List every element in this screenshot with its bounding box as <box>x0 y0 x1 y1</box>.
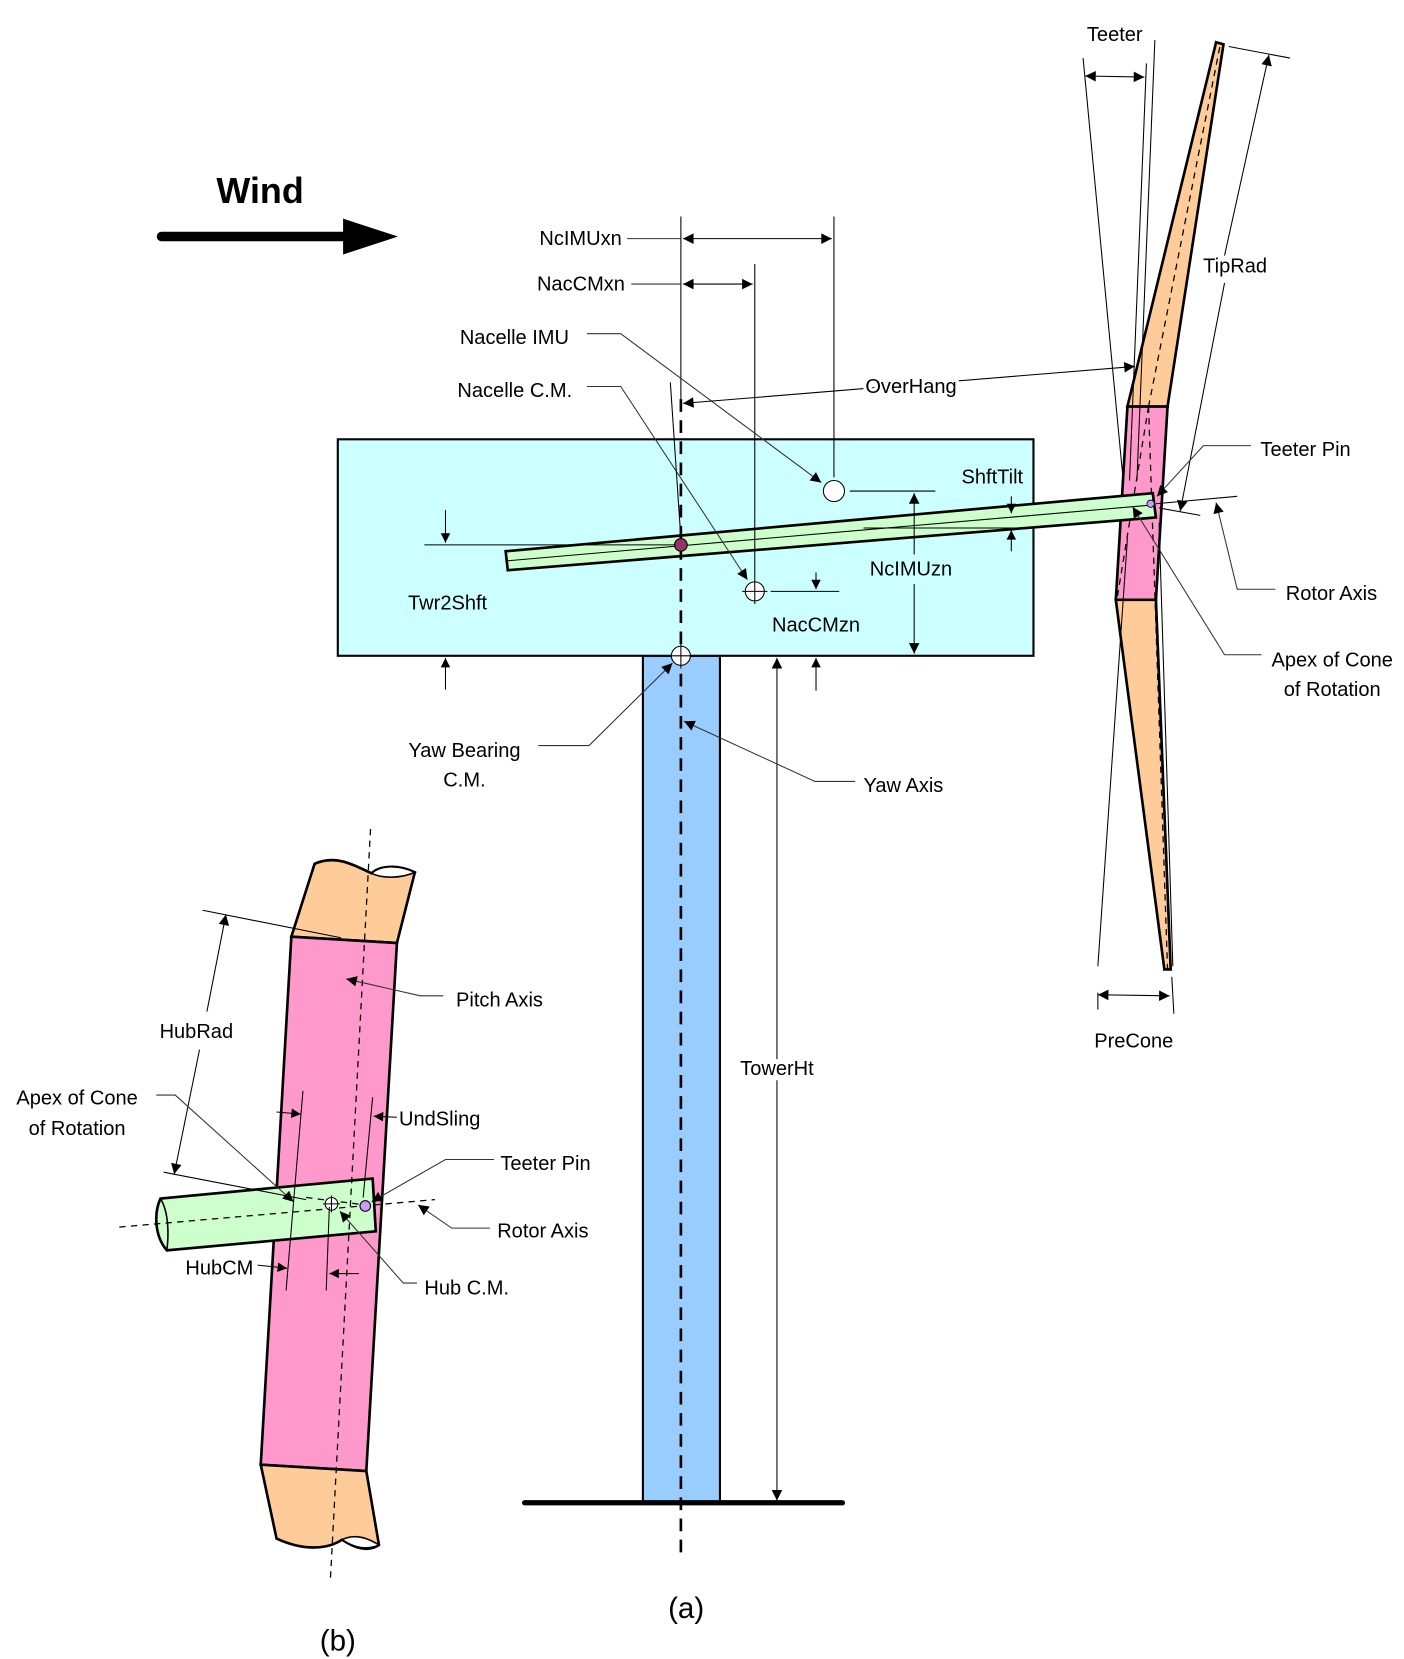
nacelle-imu-label: Nacelle IMU <box>460 327 569 349</box>
hub-cm-leader <box>339 1210 417 1284</box>
overhang-extension-left <box>669 382 682 539</box>
teeter-extension-mid <box>1129 63 1147 481</box>
und-sling-arrow-right <box>373 1111 397 1122</box>
precone-dimension <box>1097 989 1170 1001</box>
nc-imu-xn-label: NcIMUxn <box>539 228 621 250</box>
apex-label-line2: of Rotation <box>1284 679 1381 701</box>
rotor-axis-label: Rotor Axis <box>1286 583 1377 605</box>
rotor-axis-leader <box>1213 502 1276 590</box>
nacelle-cm-leader <box>586 385 748 581</box>
tip-rad-extension <box>1228 45 1291 59</box>
teeter-dimension <box>1085 70 1145 83</box>
hub-b-teeter-pin-leader <box>371 1158 495 1203</box>
tip-rad-arrow-down <box>1177 282 1226 512</box>
precone-extension-left <box>1097 538 1128 967</box>
twr2shft-label: Twr2Shft <box>408 592 488 614</box>
wind-label: Wind <box>216 171 303 211</box>
nac-cm-xn-label: NacCMxn <box>537 273 625 295</box>
pitch-axis-label: Pitch Axis <box>456 989 543 1011</box>
overhang-dimension <box>682 362 1135 408</box>
tip-rad-arrow-up <box>1224 54 1272 256</box>
und-sling-arrow-left <box>276 1108 301 1119</box>
precone-tick-right <box>1171 976 1175 1014</box>
rotor-axis-extension <box>1155 495 1238 505</box>
teeter-extension-right <box>1136 40 1156 481</box>
hub-b-apex-label-line1: Apex of Cone <box>16 1088 137 1110</box>
tip-rad-label: TipRad <box>1203 255 1267 277</box>
nacelle-cm-label: Nacelle C.M. <box>457 380 572 402</box>
precone-extension-right <box>1158 522 1174 967</box>
apex-label-line1: Apex of Cone <box>1271 649 1392 671</box>
shaft-end-edge <box>159 1198 169 1251</box>
hub-cm-dimension-label: HubCM <box>185 1258 253 1280</box>
hub-b-apex-label-line2: of Rotation <box>29 1118 126 1140</box>
teeter-extension-left <box>1082 58 1124 481</box>
hub-b-teeter-line <box>306 1196 366 1206</box>
panel-b: HubRad Pitch Axis UndSling Apex of Cone … <box>16 828 591 1658</box>
nc-imu-zn-label: NcIMUzn <box>870 559 952 581</box>
panel-b-caption: (b) <box>320 1625 356 1658</box>
hub-rad-arrow-down <box>171 1049 201 1175</box>
pitch-axis-leader <box>346 976 444 997</box>
yaw-bearing-label-line1: Yaw Bearing <box>408 740 520 762</box>
hub-cm-marker <box>323 1195 340 1213</box>
yaw-axis-label: Yaw Axis <box>864 775 944 797</box>
wind-indicator: Wind <box>156 171 398 255</box>
blade-lower-cut-edge <box>340 1535 381 1549</box>
overhang-label: OverHang <box>865 376 956 398</box>
hub-b-rotor-axis-label: Rotor Axis <box>497 1221 588 1243</box>
teeter-pin-dot <box>1146 499 1155 508</box>
panel-a-caption: (a) <box>668 1592 704 1625</box>
apex-leader <box>1132 506 1262 656</box>
blade-lower <box>1114 598 1173 971</box>
nacelle-imu-leader <box>586 333 822 484</box>
wind-arrow-icon <box>343 218 398 255</box>
nac-cm-zn-label: NacCMzn <box>772 614 860 636</box>
nacelle-cm-dot-on-shaft <box>674 538 688 552</box>
nacelle-imu-marker <box>822 479 846 503</box>
hub-b-teeter-pin-label: Teeter Pin <box>500 1153 590 1175</box>
teeter-pin-leader <box>1156 445 1251 497</box>
shft-tilt-label: ShftTilt <box>961 467 1023 489</box>
und-sling-extension-left <box>285 1090 304 1291</box>
und-sling-extension-right <box>362 1097 374 1198</box>
hub-b-pitch-axis <box>329 828 372 1579</box>
rotor-axis-horizontal-ref <box>1158 507 1201 516</box>
und-sling-label: UndSling <box>399 1109 480 1131</box>
yaw-bearing-cm-marker <box>668 643 694 669</box>
nacelle-cm-marker <box>742 578 768 605</box>
yaw-bearing-label-line2: C.M. <box>443 770 485 792</box>
hub-cm-extension <box>325 1207 330 1291</box>
hub-cm-callout-label: Hub C.M. <box>424 1278 509 1300</box>
panel-a: NcIMUxn NacCMxn Nacelle IMU Nacelle C.M.… <box>336 24 1393 1625</box>
hub-rad-arrow-up <box>206 914 230 1012</box>
hub-rad-label: HubRad <box>160 1021 234 1043</box>
precone-label: PreCone <box>1094 1031 1173 1053</box>
hub-b-shaft <box>155 1177 378 1252</box>
yaw-axis-leader <box>683 720 856 782</box>
tower-ht-label: TowerHt <box>740 1058 814 1080</box>
low-speed-shaft <box>504 491 1158 572</box>
hub-b-blade-lower <box>259 1463 381 1551</box>
blade-upper-cut-edge <box>370 866 417 878</box>
blade-upper-pitch-axis <box>1147 44 1221 407</box>
teeter-pin-label: Teeter Pin <box>1260 439 1350 461</box>
hub-b-rotor-axis-leader <box>417 1204 490 1229</box>
hub-b-apex-leader <box>156 1094 294 1203</box>
yaw-bearing-leader <box>538 662 673 747</box>
shaft-centerline <box>507 504 1155 562</box>
hub-b-teeter-pin-dot <box>359 1200 372 1212</box>
teeter-label: Teeter <box>1087 24 1143 46</box>
hub-cm-arrow-left <box>257 1262 288 1272</box>
